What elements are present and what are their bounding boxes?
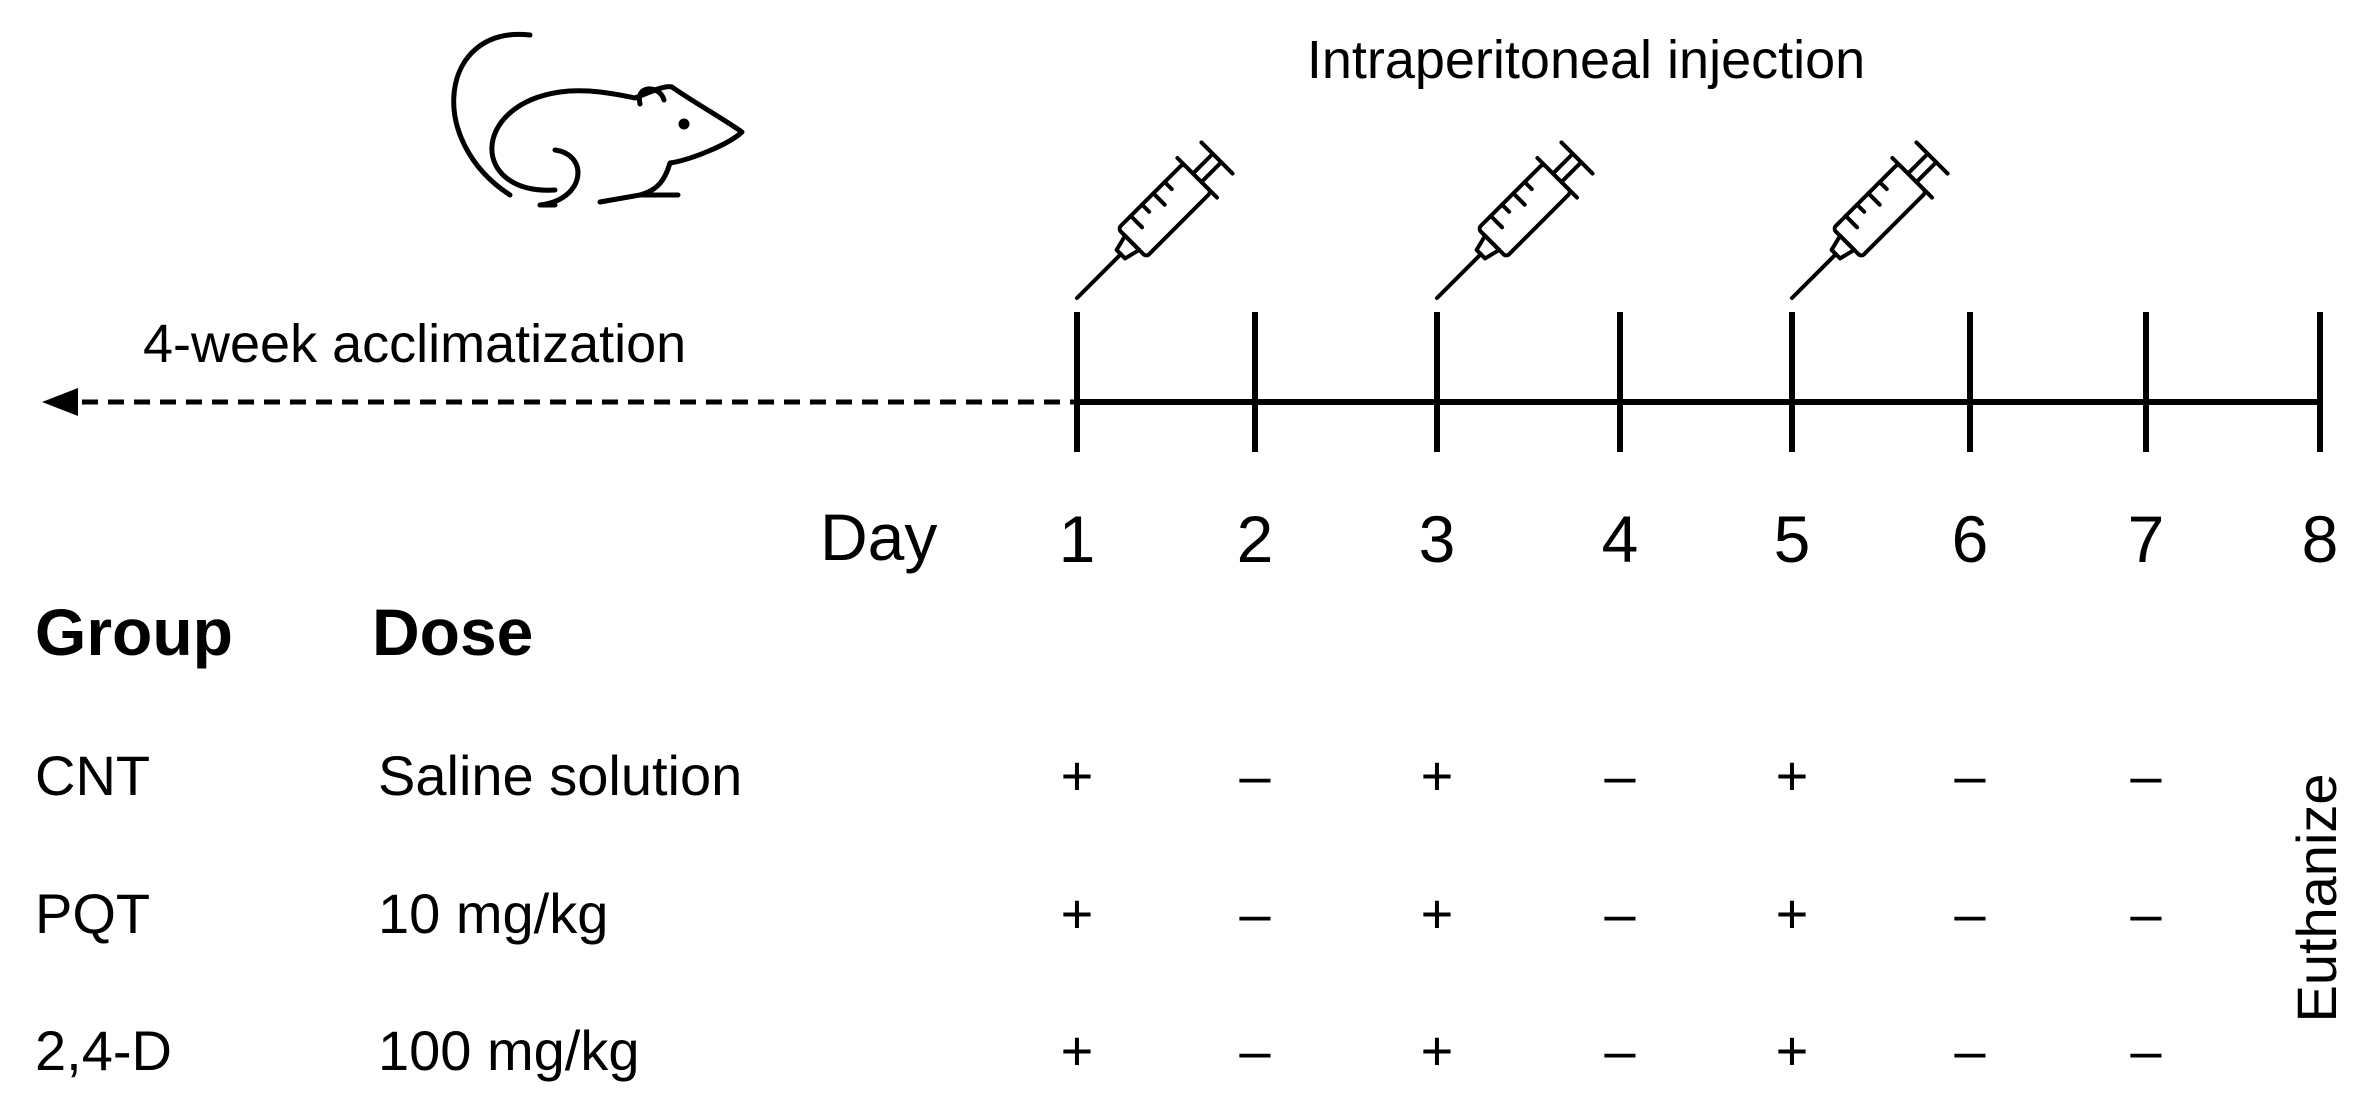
day-number: 1: [1059, 502, 1096, 576]
injection-mark: +: [1061, 882, 1094, 945]
syringe-icon: [1790, 140, 1950, 300]
dose-header: Dose: [372, 595, 533, 669]
dose-value: 10 mg/kg: [378, 882, 608, 945]
group-name: CNT: [35, 744, 150, 807]
no-injection-mark: –: [2130, 882, 2162, 945]
group-table: CNT Saline solution + – + – + – – PQT 10 mg/kg + – + –…: [35, 744, 2162, 1082]
mouse-icon: [451, 31, 745, 208]
day-number: 8: [2302, 502, 2339, 576]
table-row: PQT 10 mg/kg + – + – + – –: [35, 882, 2162, 945]
syringes-group: [1075, 140, 1950, 300]
injection-mark: +: [1421, 1019, 1454, 1082]
no-injection-mark: –: [1604, 1019, 1636, 1082]
injection-mark: +: [1421, 744, 1454, 807]
no-injection-mark: –: [1239, 882, 1271, 945]
dose-value: 100 mg/kg: [378, 1019, 640, 1082]
day-number: 4: [1602, 502, 1639, 576]
no-injection-mark: –: [1604, 744, 1636, 807]
day-number: 5: [1774, 502, 1811, 576]
no-injection-mark: –: [1239, 1019, 1271, 1082]
day-number: 3: [1419, 502, 1456, 576]
day-numbers: 1 2 3 4 5 6 7 8: [1059, 502, 2339, 576]
syringe-icon: [1075, 140, 1235, 300]
injection-mark: +: [1061, 1019, 1094, 1082]
day-number: 6: [1952, 502, 1989, 576]
acclimatization-arrow: [42, 388, 1075, 416]
group-header: Group: [35, 595, 233, 669]
group-name: 2,4-D: [35, 1019, 172, 1082]
injection-mark: +: [1421, 882, 1454, 945]
group-name: PQT: [35, 882, 150, 945]
day-number: 7: [2128, 502, 2165, 576]
no-injection-mark: –: [2130, 1019, 2162, 1082]
no-injection-mark: –: [1239, 744, 1271, 807]
diagram-title: Intraperitoneal injection: [1307, 30, 1865, 90]
no-injection-mark: –: [1954, 882, 1986, 945]
dose-value: Saline solution: [378, 744, 742, 807]
injection-mark: +: [1776, 744, 1809, 807]
no-injection-mark: –: [1954, 1019, 1986, 1082]
acclimatization-label: 4-week acclimatization: [143, 314, 686, 374]
no-injection-mark: –: [1954, 744, 1986, 807]
no-injection-mark: –: [2130, 744, 2162, 807]
timeline-ticks: [1074, 312, 2323, 452]
table-row: 2,4-D 100 mg/kg + – + – + – –: [35, 1019, 2162, 1082]
injection-mark: +: [1776, 1019, 1809, 1082]
injection-mark: +: [1776, 882, 1809, 945]
day-axis-label: Day: [820, 500, 937, 574]
euthanize-label: Euthanize: [2285, 773, 2348, 1022]
table-row: CNT Saline solution + – + – + – –: [35, 744, 2162, 807]
day-number: 2: [1237, 502, 1274, 576]
syringe-icon: [1435, 140, 1595, 300]
no-injection-mark: –: [1604, 882, 1636, 945]
injection-mark: +: [1061, 744, 1094, 807]
